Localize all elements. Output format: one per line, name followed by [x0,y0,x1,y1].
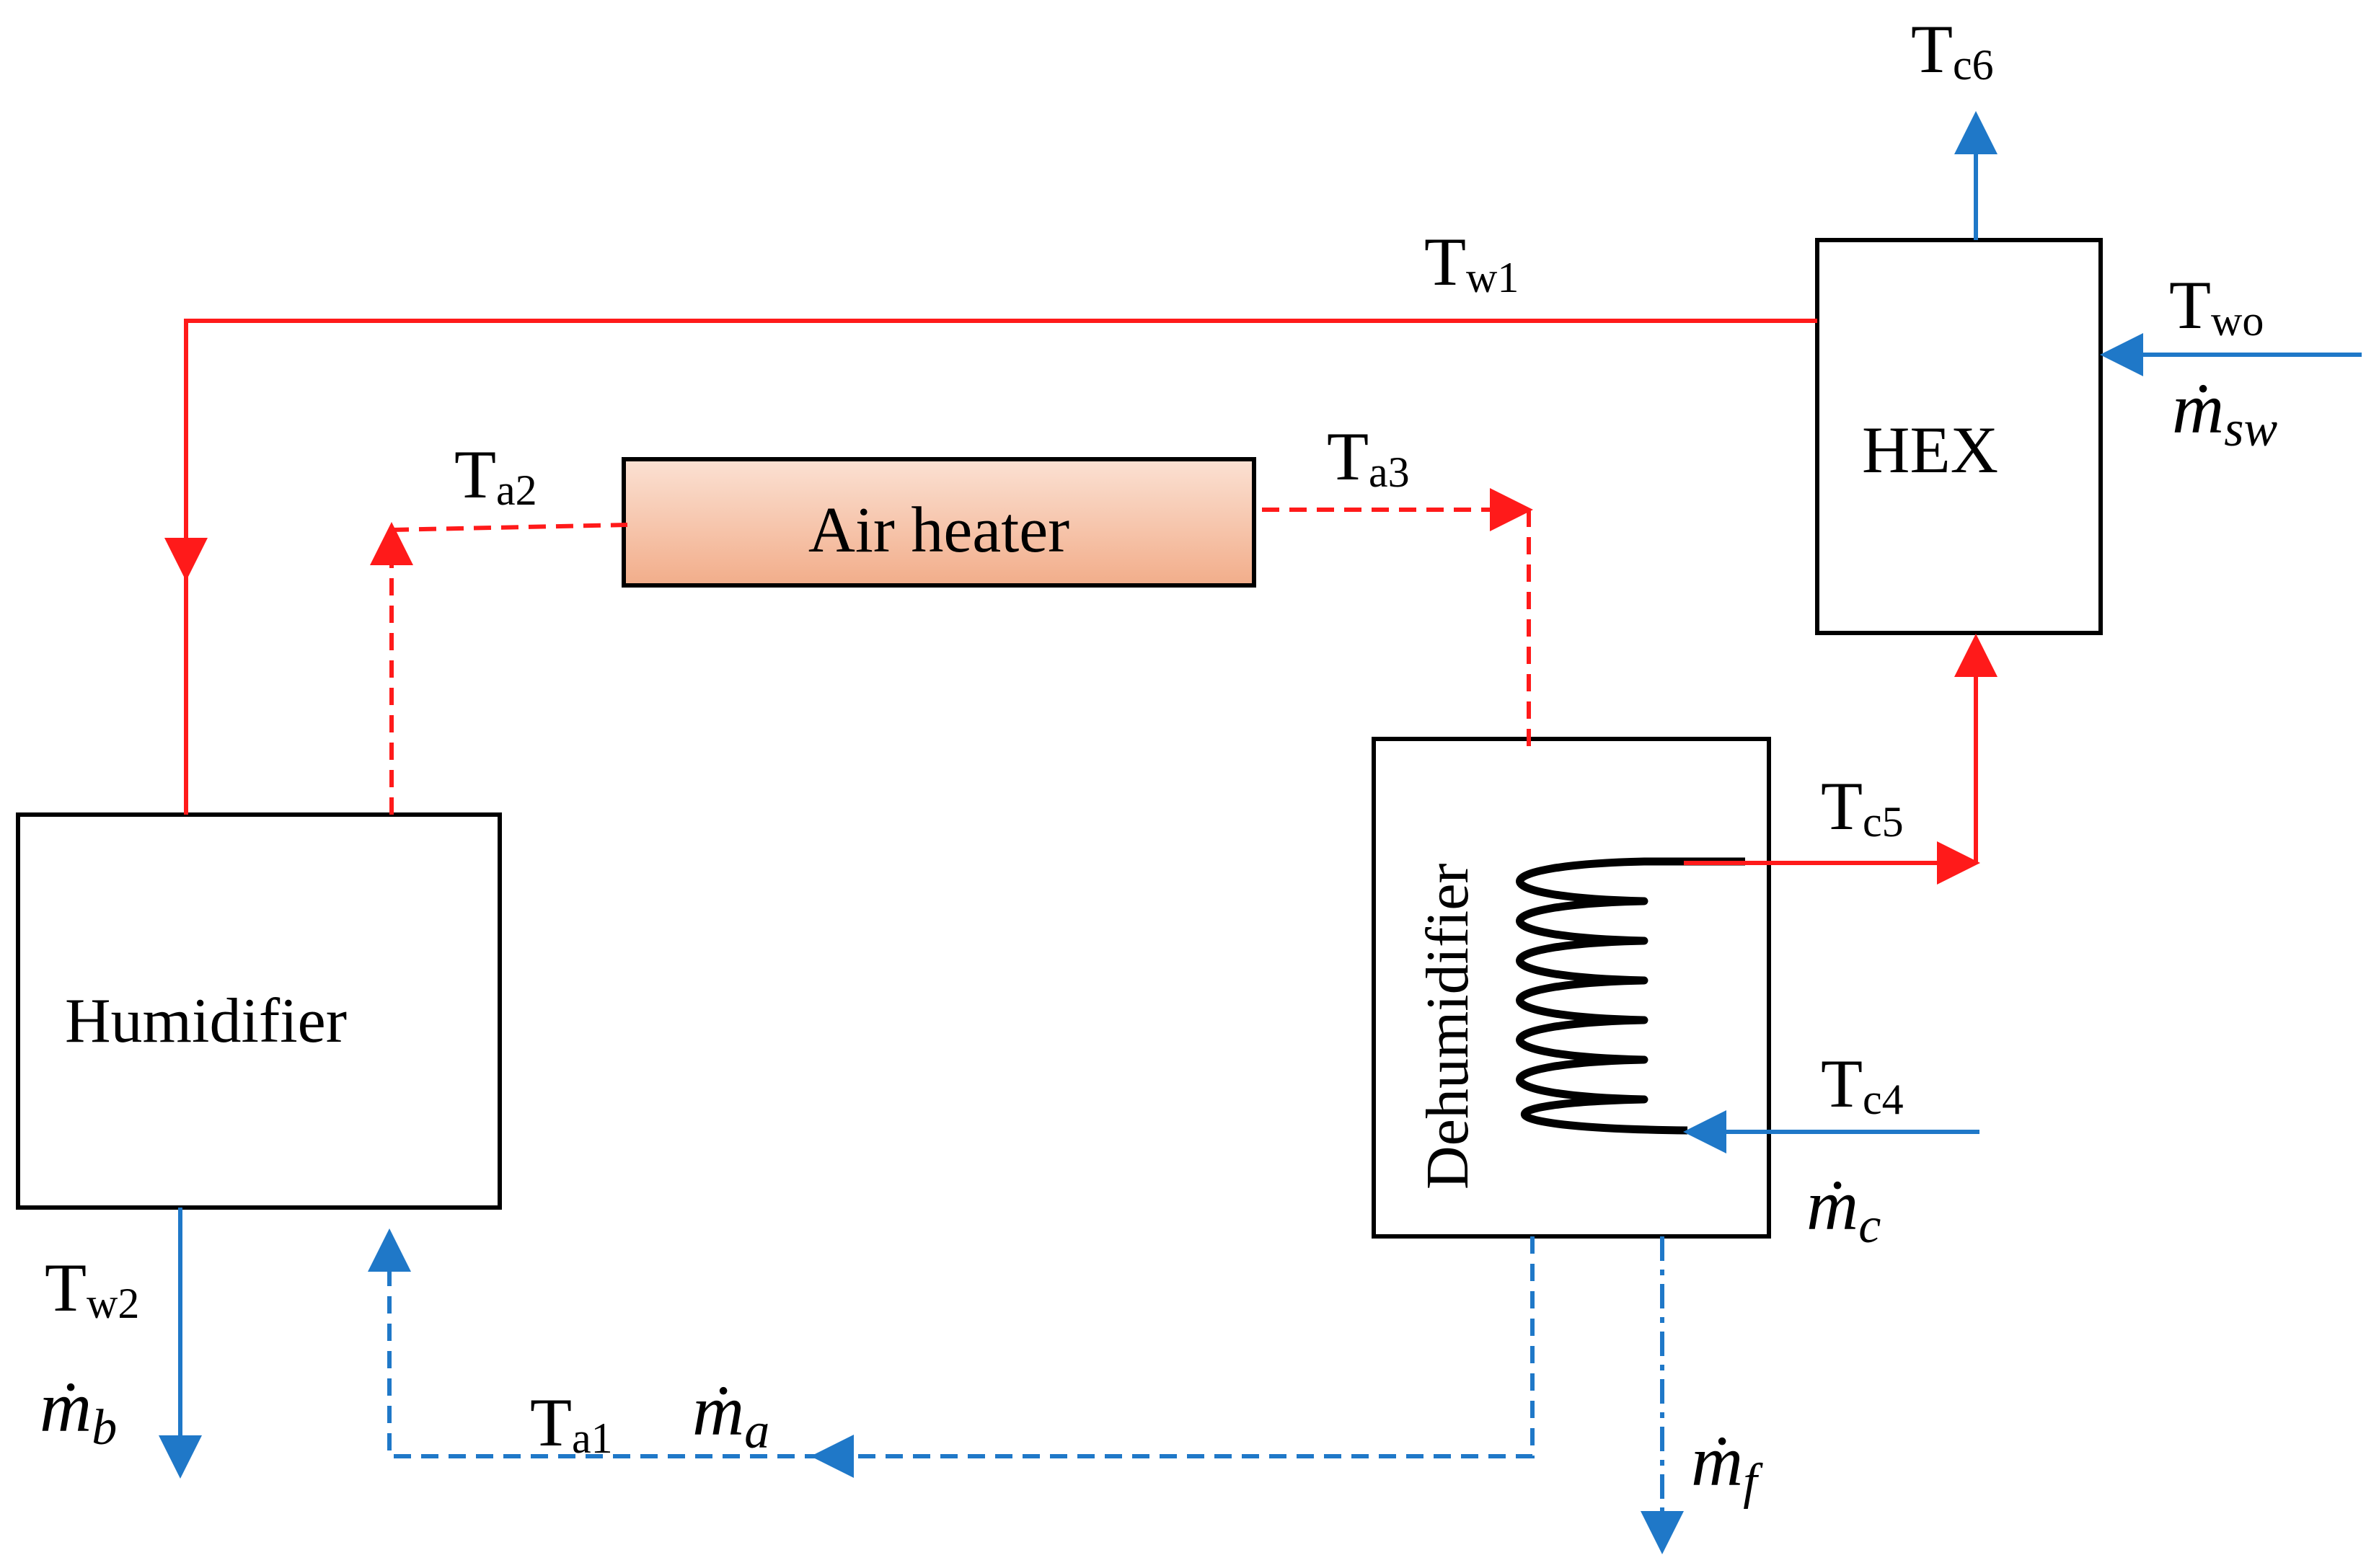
msw-label: ṁsw [2172,368,2277,457]
tc5-label: Tc5 [1821,768,1904,846]
mc-label: ṁc [1806,1165,1881,1254]
mb-label: ṁb [40,1367,117,1456]
tc6-label: Tc6 [1911,11,1994,89]
air-to-heater-line [391,523,628,532]
tc4-label: Tc4 [1821,1045,1904,1123]
cooling-coil-icon [1516,857,1745,1135]
brine-hot-line [164,319,1817,581]
tw1-label: Tw1 [1424,223,1519,301]
air-heater-box [622,457,1256,588]
ma-label: ṁa [692,1370,769,1459]
ta3-label: Ta3 [1327,418,1410,496]
humidifier-label: Humidifier [65,986,347,1056]
hex-box [1815,238,2103,635]
hex-label: HEX [1862,413,1998,487]
cool-air-return-line [811,1236,1535,1478]
ta1-label: Ta1 [530,1384,613,1462]
cool-air-to-humidifier-line [368,1228,822,1458]
humidifier-box [16,812,502,1210]
two-label: Two [2169,267,2264,345]
mf-label: ṁf [1691,1421,1763,1510]
ta2-label: Ta2 [454,436,537,514]
tw2-label: Tw2 [45,1249,139,1327]
air-heater-label: Air heater [808,495,1069,566]
dehumidifier-label: Dehumidifier [1414,863,1481,1190]
